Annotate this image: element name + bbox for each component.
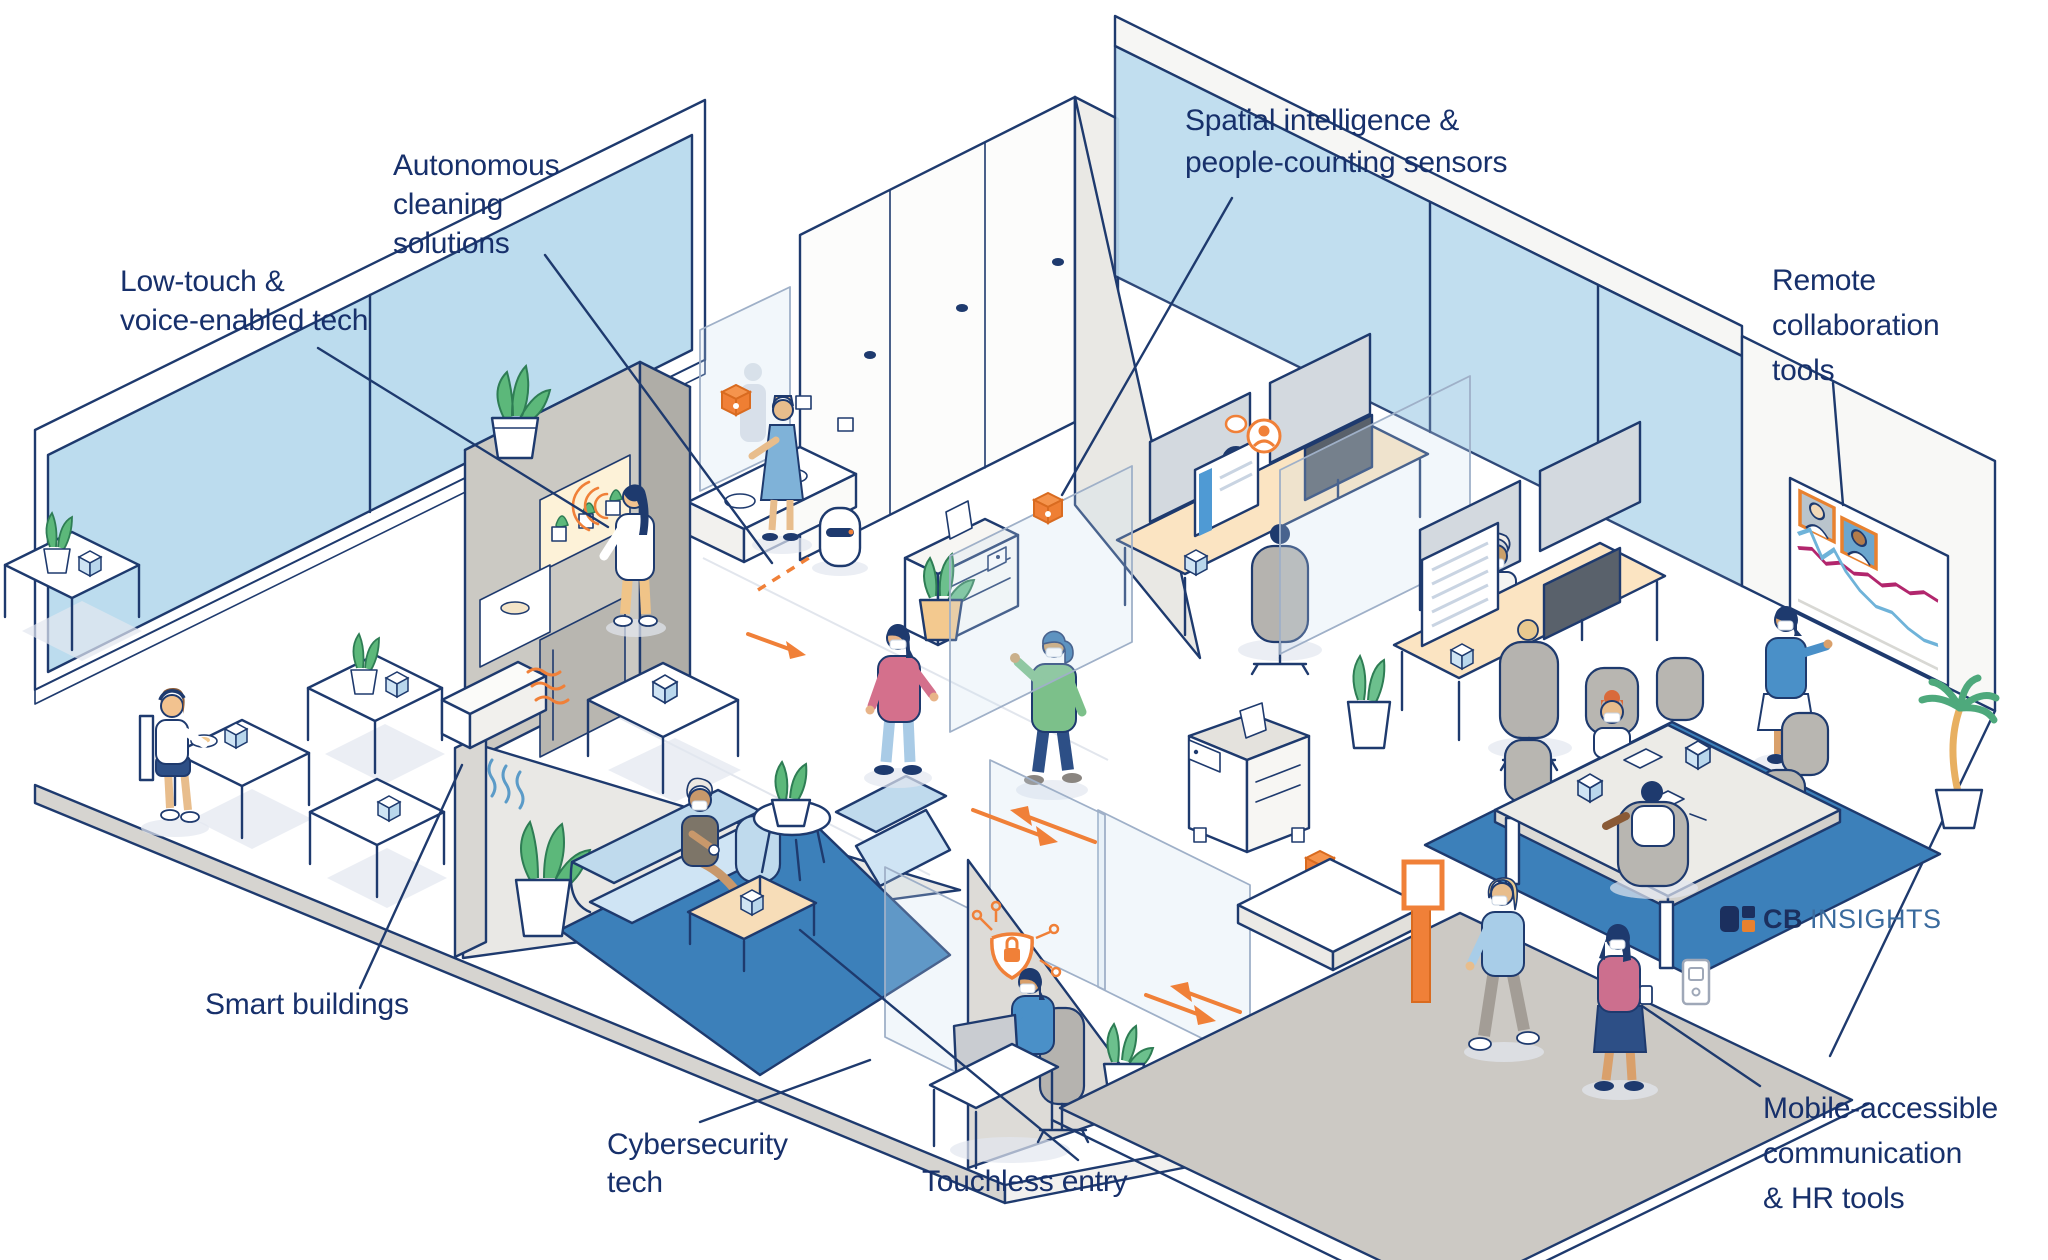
- kitchenette-plant: [490, 364, 552, 460]
- leader-lines: [316, 196, 1845, 1162]
- desk-plant: [1346, 653, 1392, 750]
- sensor-cube-icon: [719, 383, 753, 417]
- stairs: [1236, 857, 1427, 972]
- round-table: [752, 760, 832, 882]
- heat-waves-icon: [526, 667, 570, 705]
- cyber-desk: [928, 967, 1090, 1170]
- palm-plant: [1918, 674, 2000, 830]
- copier-plant: [918, 552, 976, 642]
- label-touchless-entry: Touchless entry: [922, 1165, 1128, 1198]
- tissue-box: [1449, 643, 1475, 671]
- label-low-touch: Low-touch & voice-enabled tech: [120, 265, 369, 337]
- label-spatial-intelligence: Spatial intelligence & people-counting s…: [1185, 104, 1508, 179]
- person-cafeteria: [138, 688, 209, 837]
- center-table: [586, 661, 741, 802]
- cafeteria-tables: [3, 511, 447, 908]
- person-conference-back: [1602, 781, 1698, 899]
- person-pink-sweater: [864, 623, 939, 788]
- walkway-glass: [949, 465, 1133, 733]
- entry-glass: [1097, 809, 1251, 1063]
- label-smart-buildings: Smart buildings: [205, 988, 409, 1021]
- workstation-cluster-1: [1115, 332, 1430, 676]
- collaboration-screen: [1788, 476, 1950, 688]
- wall-keypad: [1681, 958, 1711, 1006]
- label-remote-collaboration: Remote collaboration tools: [1772, 264, 1940, 387]
- label-autonomous-cleaning: Autonomous cleaning solutions: [393, 149, 560, 260]
- hvac-unit: [440, 660, 570, 959]
- tissue-box: [1684, 740, 1712, 771]
- person-green-sweater: [1010, 630, 1088, 800]
- sensor-cube-icon: [1031, 491, 1065, 525]
- person-at-sink: [748, 395, 812, 554]
- person-mobile: [1582, 923, 1658, 1100]
- shield-lock-icon: [971, 900, 1062, 980]
- video-avatar-icon: [1840, 515, 1878, 572]
- robot-path: [757, 554, 813, 592]
- cbinsights-logo-icon: [1720, 906, 1755, 932]
- coffee-table: [686, 874, 818, 973]
- workstation-cluster-2: [1346, 420, 1667, 772]
- entry-gate-post: [1401, 859, 1445, 1003]
- armchair: [834, 774, 952, 888]
- tissue-box: [1183, 549, 1209, 577]
- floor-arrows-icon: [746, 632, 1242, 1025]
- logo-text-insights: INSIGHTS: [1810, 903, 1942, 934]
- copier-2: [1187, 702, 1311, 854]
- entry-mat: [1050, 911, 1870, 1260]
- person-kitchenette: [599, 484, 666, 637]
- label-cybersecurity: Cybersecurity tech: [607, 1128, 788, 1199]
- lounge: [514, 760, 952, 1077]
- person-entry: [1464, 877, 1544, 1062]
- cool-waves-icon: [487, 758, 525, 810]
- tissue-box: [1576, 773, 1604, 804]
- label-mobile-hr-tools: Mobile-accessible communication & HR too…: [1763, 1092, 1999, 1215]
- lounge-plant: [514, 819, 592, 938]
- cleaning-robot: [812, 506, 868, 576]
- video-call-bubble-icon: [1224, 414, 1282, 454]
- logo-text-cb: CB: [1763, 903, 1803, 934]
- line-chart: [1796, 527, 1939, 671]
